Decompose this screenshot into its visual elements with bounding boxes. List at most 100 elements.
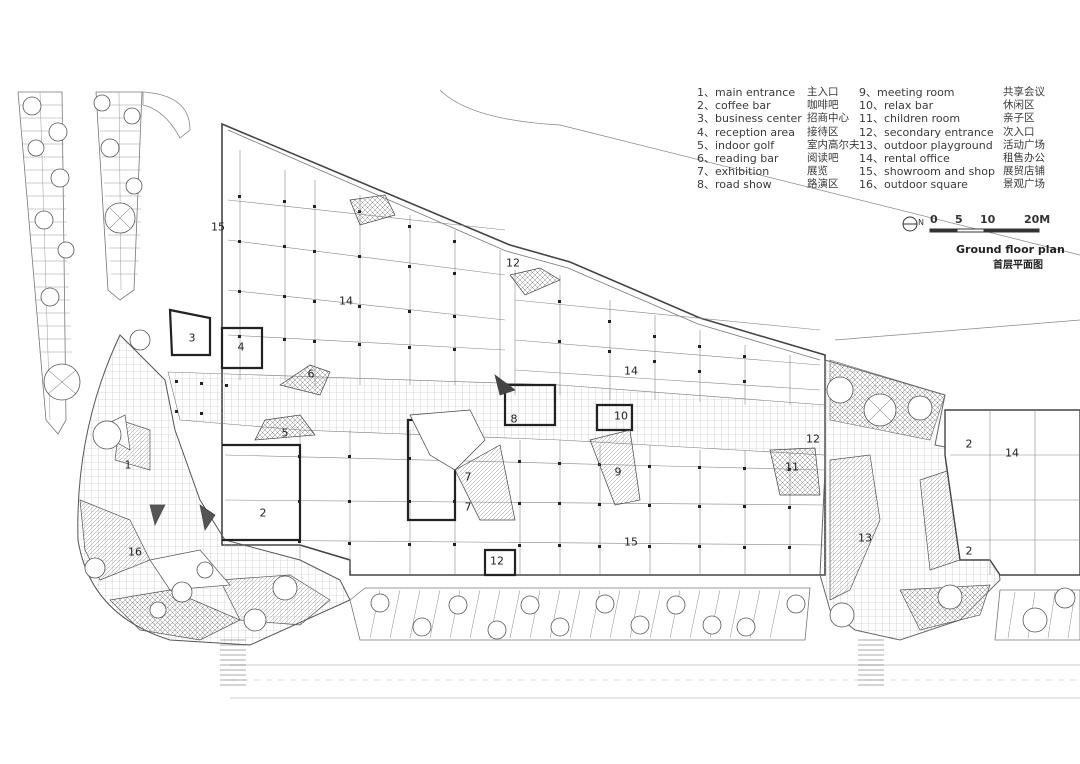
- room-number: 7: [464, 500, 472, 514]
- room-number: 7: [464, 470, 472, 484]
- legend-label-chinese: 路演区: [807, 178, 839, 191]
- legend-item: 2、coffee bar: [697, 99, 771, 112]
- room-number: 2: [965, 437, 973, 451]
- room-number: 12: [506, 256, 520, 270]
- room-number: 5: [281, 426, 289, 440]
- legend-item: 16、outdoor square: [859, 178, 968, 191]
- legend-number: 10、: [859, 99, 884, 113]
- bottom-parking-bays: [369, 589, 781, 639]
- legend-item: 9、meeting room: [859, 86, 955, 99]
- legend-label-chinese: 展览: [807, 165, 828, 178]
- tree-branches: [47, 207, 893, 423]
- scale-tick: 0: [930, 213, 938, 226]
- legend-number: 4、: [697, 125, 715, 139]
- plan-title-chinese: 首层平面图: [993, 260, 1043, 271]
- room-number: 2: [259, 506, 267, 520]
- legend-item: 13、outdoor playground: [859, 139, 993, 152]
- legend-number: 5、: [697, 138, 715, 152]
- legend-number: 12、: [859, 125, 884, 139]
- room-number: 3: [188, 331, 196, 345]
- legend-number: 9、: [859, 86, 877, 99]
- legend-item: 15、showroom and shop: [859, 165, 995, 178]
- legend-number: 6、: [697, 152, 715, 165]
- legend-label: indoor golf: [715, 138, 775, 152]
- legend-label-chinese: 展贸店铺: [1003, 165, 1045, 178]
- room-number: 14: [339, 294, 353, 308]
- legend-label: outdoor square: [884, 178, 968, 192]
- legend-item: 14、rental office: [859, 152, 950, 165]
- legend-label: rental office: [884, 152, 950, 165]
- north-arrow-icon: [902, 216, 918, 232]
- legend-label: showroom and shop: [884, 165, 995, 179]
- legend-label: main entrance: [715, 86, 796, 99]
- legend-number: 8、: [697, 178, 715, 192]
- legend-label-chinese: 景观广场: [1003, 178, 1045, 191]
- legend-number: 1、: [697, 86, 715, 99]
- legend-number: 14、: [859, 152, 884, 165]
- scale-bar: [929, 228, 1040, 233]
- room-number: 6: [307, 367, 315, 381]
- scale-labels: 0 5 10 20M: [900, 213, 1060, 235]
- north-label: N: [918, 218, 924, 227]
- legend-label: outdoor playground: [884, 138, 993, 152]
- legend-label-chinese: 主入口: [807, 86, 839, 98]
- room-number: 4: [237, 340, 245, 354]
- legend-label-chinese: 招商中心: [807, 112, 849, 125]
- legend-number: 15、: [859, 165, 884, 179]
- legend-number: 11、: [859, 112, 884, 126]
- legend-item: 7、exhibition: [697, 165, 769, 178]
- legend-label-chinese: 休闲区: [1003, 99, 1035, 112]
- legend-label-chinese: 活动广场: [1003, 138, 1045, 151]
- legend-item: 6、reading bar: [697, 152, 779, 165]
- legend-label: meeting room: [877, 86, 955, 99]
- legend-label-chinese: 咖啡吧: [807, 99, 839, 112]
- room-number: 1: [124, 458, 132, 472]
- room-number: 15: [211, 220, 225, 234]
- legend-label-chinese: 亲子区: [1003, 112, 1035, 125]
- legend-label: coffee bar: [715, 99, 771, 113]
- legend-label-chinese: 接待区: [807, 125, 839, 138]
- room-number: 12: [806, 432, 820, 446]
- legend-label: road show: [715, 178, 772, 192]
- room-number: 14: [624, 364, 638, 378]
- entrance-steps: [220, 639, 884, 686]
- room-number: 15: [624, 535, 638, 549]
- legend-item: 10、relax bar: [859, 99, 933, 112]
- legend-item: 1、main entrance: [697, 86, 795, 99]
- room-number: 8: [510, 412, 518, 426]
- legend-label-chinese: 租售办公: [1003, 152, 1045, 164]
- legend-item: 3、business center: [697, 112, 802, 125]
- legend-item: 5、indoor golf: [697, 139, 774, 152]
- legend: 1、main entrance 主入口 2、coffee bar 咖啡吧 3、busin…: [697, 86, 1077, 198]
- legend-number: 16、: [859, 178, 884, 192]
- legend-label: reception area: [715, 125, 795, 139]
- plan-title: Ground floor plan: [956, 243, 1065, 256]
- feature-facets: [199, 194, 821, 531]
- legend-item: 12、secondary entrance: [859, 126, 994, 139]
- legend-label-chinese: 次入口: [1003, 125, 1035, 138]
- legend-label-chinese: 室内高尔夫: [807, 138, 860, 151]
- room-number: 10: [614, 409, 628, 423]
- room-number: 12: [490, 554, 504, 568]
- legend-number: 2、: [697, 99, 715, 113]
- scale-tick: 5: [955, 213, 963, 226]
- legend-item: 11、children room: [859, 112, 960, 125]
- legend-label: secondary entrance: [884, 125, 994, 139]
- legend-number: 13、: [859, 138, 884, 152]
- room-number: 13: [858, 531, 872, 545]
- room-number: 16: [128, 545, 142, 559]
- legend-label: exhibition: [715, 165, 770, 179]
- scale-tick: 20M: [1024, 213, 1051, 226]
- scale-tick: 10: [980, 213, 996, 226]
- room-number: 11: [785, 460, 799, 474]
- room-number: 2: [965, 544, 973, 558]
- legend-item: 8、road show: [697, 178, 772, 191]
- legend-label: relax bar: [884, 99, 934, 113]
- legend-label: reading bar: [715, 152, 779, 165]
- legend-label-chinese: 共享会议: [1003, 86, 1045, 98]
- legend-label-chinese: 阅读吧: [807, 152, 839, 164]
- legend-label: business center: [715, 112, 802, 126]
- room-number: 9: [614, 465, 622, 479]
- legend-number: 7、: [697, 165, 715, 179]
